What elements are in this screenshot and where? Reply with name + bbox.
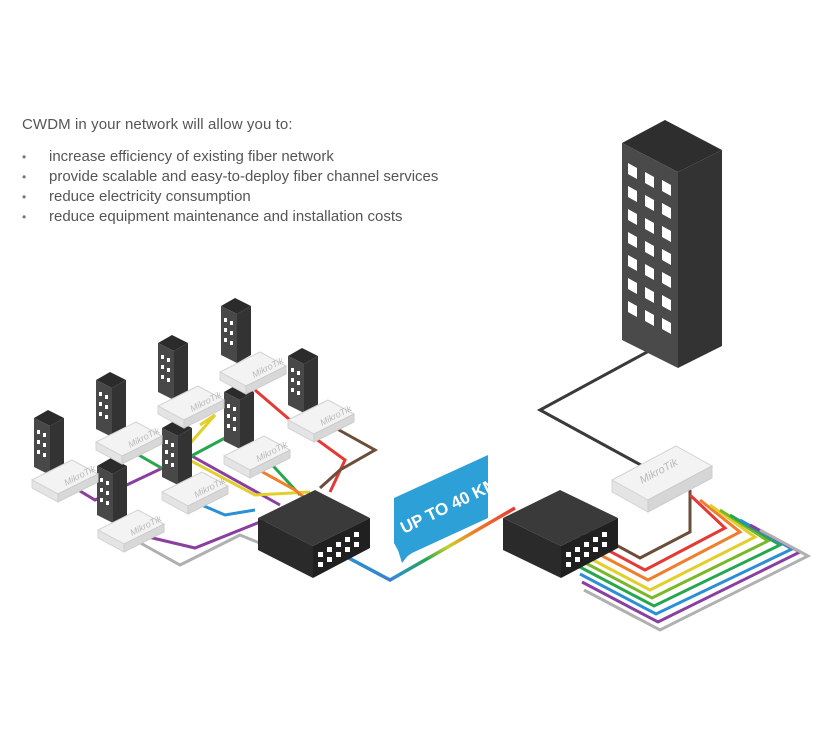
switch-icon: MikroTik bbox=[156, 385, 226, 429]
switch-icon: MikroTik bbox=[218, 351, 288, 395]
small-building-icon bbox=[162, 420, 192, 485]
fan-yellow bbox=[573, 503, 758, 592]
intro-title: CWDM in your network will allow you to: bbox=[22, 116, 293, 133]
switch-icon: MikroTik bbox=[160, 471, 230, 515]
trunk-fiber bbox=[329, 506, 516, 582]
small-building-icon bbox=[96, 372, 126, 437]
small-building-icon bbox=[288, 348, 318, 413]
switch-icon: MikroTik bbox=[94, 421, 164, 465]
switch-icon: MikroTik bbox=[30, 459, 100, 503]
large-building-icon bbox=[622, 120, 722, 368]
cable-brown bbox=[318, 423, 379, 490]
benefit-item: increase efficiency of existing fiber ne… bbox=[22, 147, 582, 167]
small-building-icon bbox=[224, 384, 254, 449]
benefit-item: provide scalable and easy-to-deploy fibe… bbox=[22, 167, 582, 187]
cable-grey bbox=[134, 533, 273, 567]
small-building-icon bbox=[158, 335, 188, 400]
edge-switches: MikroTik MikroTik MikroTik MikroTik Mikr… bbox=[30, 351, 356, 553]
switch-icon: MikroTik bbox=[96, 509, 166, 553]
uplink-cable bbox=[536, 343, 661, 472]
intro-text: CWDM in your network will allow you to: … bbox=[22, 116, 582, 227]
fan-grey bbox=[583, 528, 812, 632]
fan-orange bbox=[571, 498, 743, 582]
switch-icon: MikroTik bbox=[222, 435, 292, 479]
small-building-icon bbox=[34, 410, 64, 475]
small-building-icon bbox=[97, 458, 127, 523]
switch-icon: MikroTik bbox=[286, 399, 356, 443]
small-building-icon bbox=[221, 298, 251, 363]
benefit-item: reduce electricity consumption bbox=[22, 187, 582, 207]
fan-lime bbox=[575, 508, 772, 600]
cable-orange bbox=[249, 463, 306, 500]
cwdm-mux-left bbox=[258, 490, 370, 578]
small-buildings bbox=[34, 298, 318, 523]
cable-purple bbox=[69, 453, 281, 507]
cwdm-mux-right bbox=[503, 490, 618, 578]
benefit-item: reduce equipment maintenance and install… bbox=[22, 207, 582, 227]
benefit-list: increase efficiency of existing fiber ne… bbox=[22, 147, 582, 227]
cable-violet bbox=[139, 518, 266, 550]
core-switch-icon: MikroTik bbox=[610, 445, 714, 513]
